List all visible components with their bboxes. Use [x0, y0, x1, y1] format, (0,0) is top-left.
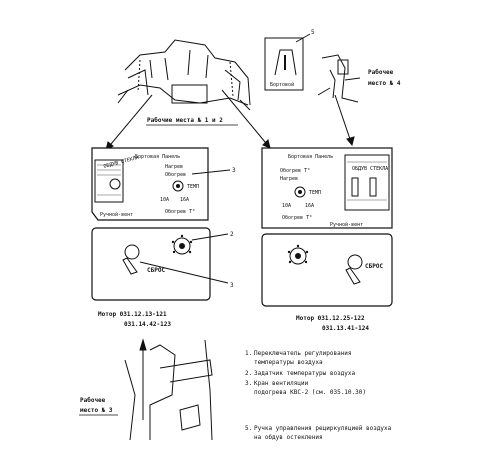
- workplace-3-label-2: место № 3: [80, 407, 113, 414]
- callout-5: 5: [311, 29, 315, 36]
- lower-left-reset: СБРОС: [147, 267, 165, 274]
- panel-left-val3: 16А: [180, 197, 189, 203]
- panel-left-sub2: Обогрев: [165, 171, 186, 178]
- callout-line-3-lower: [139, 261, 229, 284]
- lower-right-reset: СБРОС: [365, 263, 383, 270]
- legend-line-2a: Задатчик температуры воздуха: [254, 370, 356, 377]
- panel-left-sub1: Нагрев: [165, 164, 183, 170]
- legend-line-5a: Ручка управления рециркуляцией воздуха: [254, 425, 392, 432]
- lower-left-callout-3: 3: [230, 282, 234, 289]
- cockpit-sketch-right: [317, 54, 361, 103]
- legend-num-2: 2.: [245, 370, 252, 377]
- ref-right-line2: 031.13.41-124: [322, 325, 369, 332]
- callout-line-3-upper: [191, 169, 231, 175]
- legend-line-3a: Кран вентиляции: [254, 380, 309, 387]
- panel-left-callout-3: 3: [232, 167, 236, 174]
- cockpit-sketch-top: [117, 39, 251, 111]
- legend-num-5: 5.: [245, 425, 252, 432]
- panel-left-val2: 10А: [160, 197, 169, 203]
- legend-line-3b: подогрева КВС-2 (см. 035.10.30): [254, 389, 366, 396]
- legend-line-1b: температуры воздуха: [254, 359, 323, 366]
- ref-right-line1: Мотор 031.12.25-122: [296, 315, 365, 322]
- panel-right-title: Бортовая Панель: [288, 154, 333, 160]
- panel-right-val2: 10А: [282, 203, 291, 209]
- callout-line-2: [191, 233, 229, 241]
- workplace-12-label: Рабочие места № 1 и 2: [147, 117, 223, 124]
- panel-left-val1: ТЕМП: [187, 184, 199, 190]
- panel-right-upper: [261, 147, 393, 229]
- pointer-arrows: [105, 89, 355, 152]
- panel-right-bottom: Ручной-вент: [330, 222, 363, 228]
- legend-line-1a: Переключатель регулирования: [254, 350, 352, 357]
- ref-left-line2: 031.14.42-123: [124, 321, 171, 328]
- workplace-4-label-2: место № 4: [368, 80, 401, 87]
- panel-right-sub2: Нагрев: [280, 176, 298, 182]
- inset-detail: [264, 33, 311, 91]
- panel-right-val3: 16А: [305, 203, 314, 209]
- panel-right-lower: [261, 233, 393, 307]
- lower-left-callout-2: 2: [230, 231, 234, 238]
- inset-caption: Бортовой: [270, 82, 294, 88]
- workplace-3-label-1: Рабочее: [80, 397, 106, 404]
- legend-line-5b: на обдув остекления: [254, 434, 323, 441]
- workplace-4-label-1: Рабочее: [368, 69, 394, 76]
- cockpit-sketch-bottom: [124, 338, 213, 441]
- panel-left-lower: [91, 227, 211, 301]
- legend-num-1: 1.: [245, 350, 252, 357]
- ref-left-line1: Мотор 031.12.13-121: [98, 311, 167, 318]
- panel-right-window: ОБДУВ СТЕКЛА: [352, 166, 388, 172]
- legend-num-3: 3.: [245, 380, 252, 387]
- legend: 1. Переключатель регулирования температу…: [245, 350, 392, 441]
- panel-right-sub1: Обогрев Т°: [280, 167, 310, 174]
- panel-right-val1: ТЕМП: [309, 190, 321, 196]
- panel-left-bottom: Ручной-вент: [100, 212, 133, 218]
- panel-left-footer: Обогрев Т°: [165, 208, 195, 215]
- panel-left-upper: [91, 147, 209, 221]
- panel-left-title: Бортовая Панель: [135, 154, 180, 160]
- panel-right-footer: Обогрев Т°: [282, 214, 312, 221]
